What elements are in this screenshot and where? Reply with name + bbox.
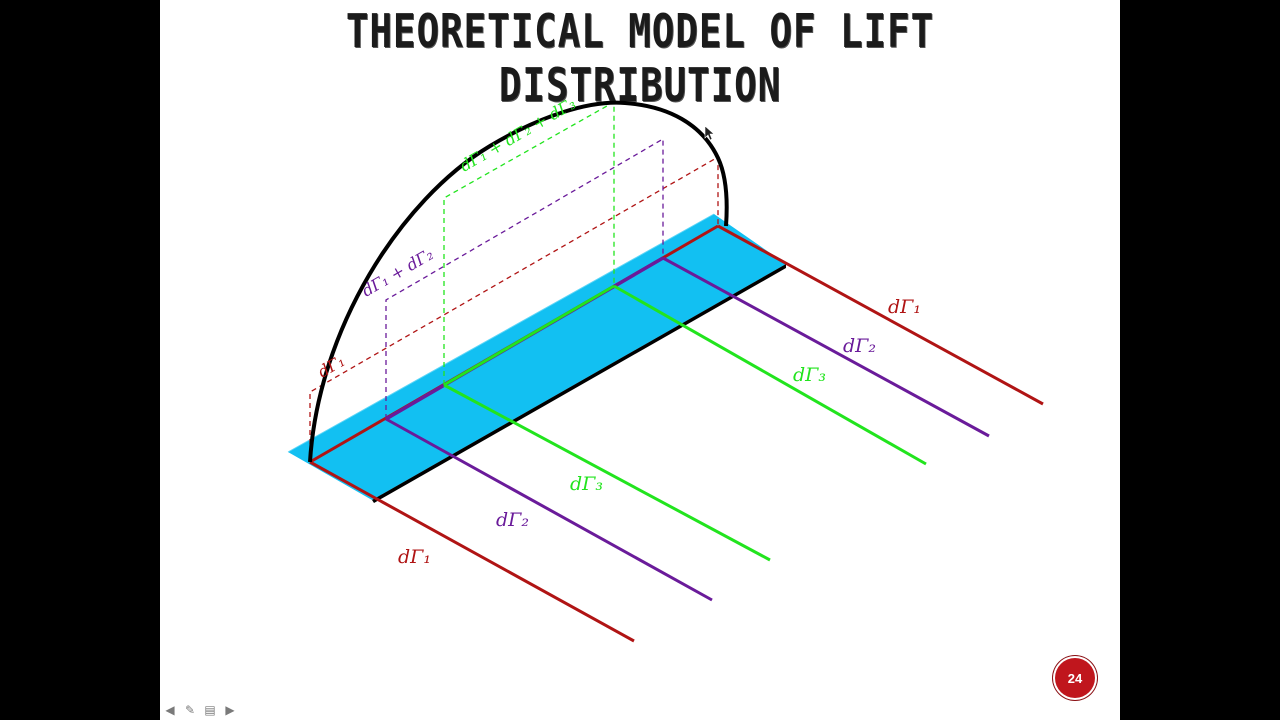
- slide-nav-controls: ◀ ✎ ▤ ▶: [162, 701, 238, 719]
- step-label-3: dΓ₁ + dΓ₂ + dΓ₃: [457, 94, 579, 176]
- wake-label-left-1: dΓ₁: [398, 546, 431, 568]
- bound-vortex-3: [443, 284, 615, 387]
- wake-label-right-1: dΓ₁: [888, 296, 921, 318]
- wake-label-right-3: dΓ₃: [793, 364, 826, 386]
- trailing-vortex-left-3: [443, 383, 771, 562]
- arrow-left-icon[interactable]: ◀: [165, 703, 175, 717]
- step-level-3: [443, 100, 615, 385]
- wing-surface: [288, 214, 786, 500]
- elliptical-lift-curve: [308, 100, 729, 463]
- wake-label-right-2: dΓ₂: [843, 335, 876, 357]
- wake-label-left-3: dΓ₃: [570, 473, 603, 495]
- trailing-vortex-left-1: [309, 460, 635, 643]
- page-number-badge: 24: [1055, 658, 1095, 698]
- trailing-vortex-right-3: [613, 284, 927, 466]
- trailing-vortex-left-2: [385, 417, 713, 602]
- trailing-vortex-right-2: [662, 256, 990, 438]
- wing-leading-edge: [287, 213, 715, 453]
- pen-icon[interactable]: ✎: [184, 703, 196, 717]
- slide-title: THEORETICAL MODEL OF LIFT DISTRIBUTION: [345, 4, 935, 112]
- step-level-2: [385, 137, 664, 419]
- menu-icon[interactable]: ▤: [204, 703, 216, 717]
- mouse-cursor-icon: [704, 125, 715, 141]
- arrow-right-icon[interactable]: ▶: [225, 703, 235, 717]
- trailing-vortex-right-1: [717, 224, 1044, 406]
- step-label-1: dΓ₁: [315, 351, 349, 381]
- wake-label-left-2: dΓ₂: [496, 509, 529, 531]
